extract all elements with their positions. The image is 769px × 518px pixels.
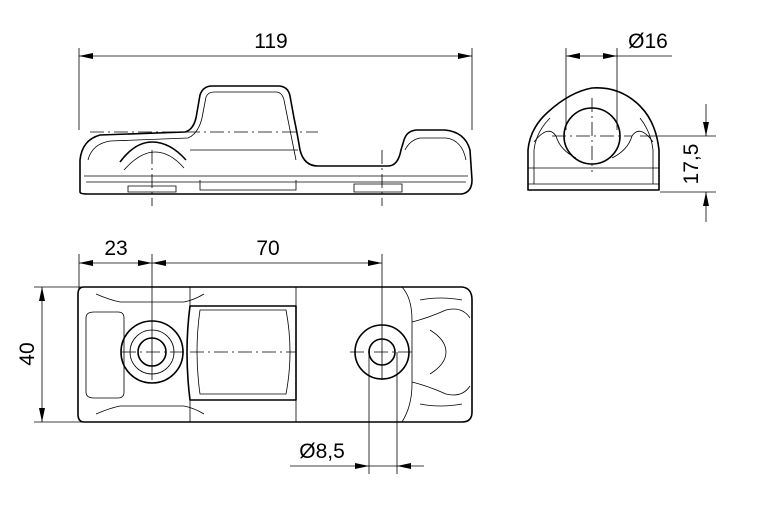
hole-diameter-label: Ø8,5 — [299, 440, 345, 463]
height-label: 17,5 — [680, 144, 703, 185]
first-hole-offset-label: 23 — [104, 237, 127, 260]
dim-overall-length: 119 — [78, 30, 473, 130]
hole-spacing-label: 70 — [256, 237, 279, 260]
overall-length-label: 119 — [254, 30, 287, 53]
dim-height: 17,5 — [640, 104, 716, 222]
top-view-outline — [77, 286, 473, 423]
dim-hole-positions: 23 70 — [78, 237, 383, 380]
side-view-outline — [79, 85, 473, 195]
end-view-outline — [527, 87, 660, 191]
dim-hole-diameter: Ø8,5 — [290, 352, 424, 474]
dim-width: 40 — [16, 286, 90, 423]
top-view — [77, 286, 473, 423]
width-label: 40 — [16, 342, 39, 365]
bore-diameter-label: Ø16 — [628, 30, 668, 53]
dim-bore-diameter: Ø16 — [565, 30, 672, 130]
side-view — [79, 85, 473, 206]
end-view — [527, 87, 660, 191]
